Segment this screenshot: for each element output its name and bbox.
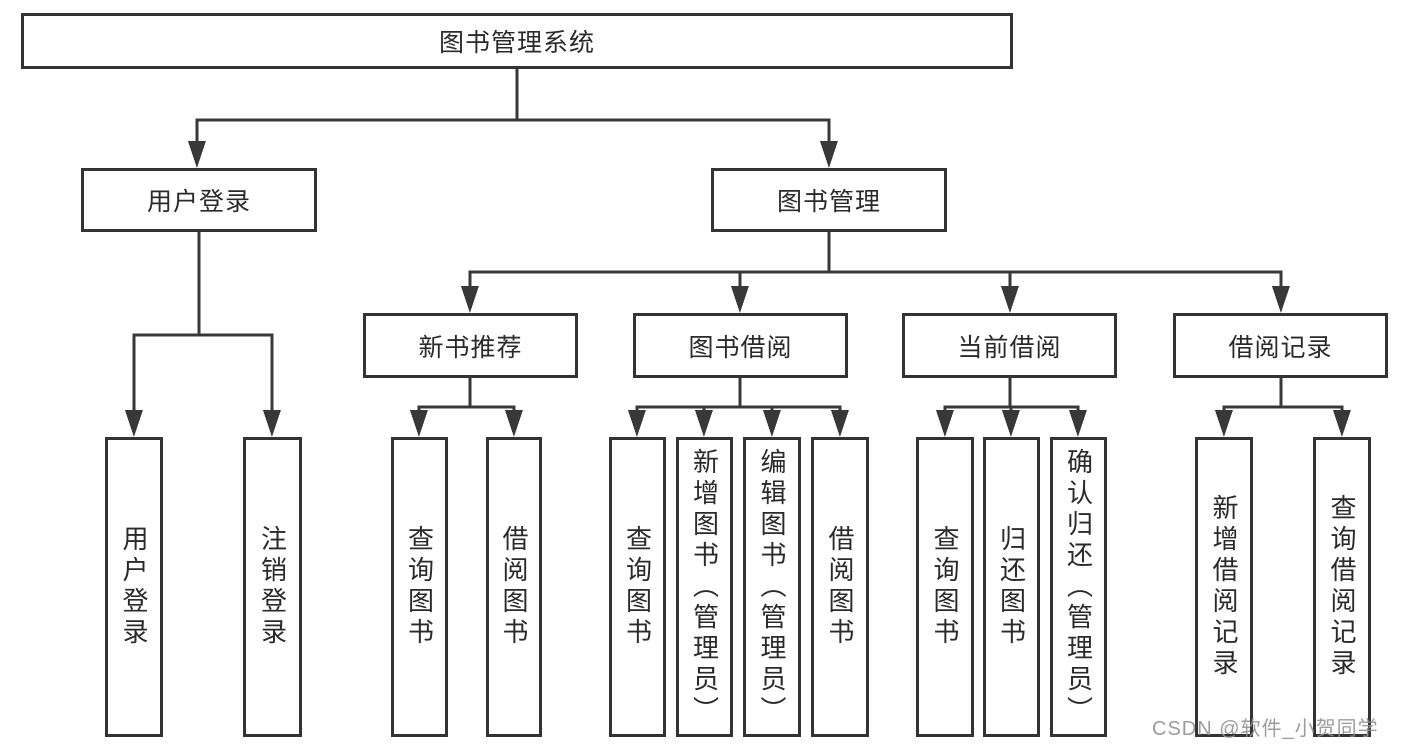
leaf-edit-book-admin: 编辑图书（管理员） [743,437,801,737]
connector-book-borrow-to-leaves [628,378,849,437]
node-label: 新增借阅记录 [1209,494,1239,680]
node-label: 新增图书（管理员） [689,447,720,727]
node-label: 图书管理 [776,188,881,216]
leaf-query-books-borrow: 查询图书 [609,437,666,737]
leaf-logout: 注销登录 [243,437,302,737]
connector-user-login-to-leaves [125,232,281,437]
node-label: 编辑图书（管理员） [757,447,787,727]
node-label: 图书借阅 [688,333,793,362]
connector-borrow-records-to-leaves [1215,378,1351,437]
node-user-login: 用户登录 [81,168,317,232]
node-label: 新书推荐 [418,333,523,362]
node-label: 用户登录 [146,188,251,216]
node-borrowing-records: 借阅记录 [1173,313,1388,378]
connector-root-to-level2 [188,69,838,168]
node-label: 当前借阅 [957,333,1062,362]
leaf-borrow-books-recommend: 借阅图书 [486,437,542,737]
leaf-add-borrow-record: 新增借阅记录 [1195,437,1253,737]
node-label: 图书管理系统 [438,29,595,57]
node-label: 查询借阅记录 [1327,494,1357,680]
node-label: 查询图书 [404,525,435,649]
node-current-borrowing: 当前借阅 [902,313,1117,378]
node-label: 归还图书 [996,525,1027,649]
node-label: 用户登录 [119,525,149,649]
leaf-return-book: 归还图书 [983,437,1040,737]
node-label: 查询图书 [930,525,960,649]
leaf-query-borrow-record: 查询借阅记录 [1313,437,1371,737]
node-label: 确认归还（管理员） [1063,447,1094,727]
node-label: 借阅图书 [825,525,855,649]
leaf-borrow-books-borrow: 借阅图书 [811,437,869,737]
node-label: 借阅图书 [499,525,529,649]
leaf-confirm-return-admin: 确认归还（管理员） [1050,437,1107,737]
node-label: 借阅记录 [1228,333,1333,362]
node-book-borrowing: 图书借阅 [633,313,848,378]
leaf-user-login: 用户登录 [105,437,163,737]
leaf-query-books-recommend: 查询图书 [391,437,448,737]
watermark-text: CSDN @软件_小贺同学 [1152,718,1379,740]
node-new-book-recommendation: 新书推荐 [363,313,578,378]
node-library-management-system: 图书管理系统 [21,13,1013,69]
leaf-add-book-admin: 新增图书（管理员） [676,437,733,737]
connector-book-management-to-level3 [461,232,1290,313]
node-label: 查询图书 [622,525,653,649]
node-book-management: 图书管理 [711,168,947,232]
connector-current-borrow-to-leaves [936,378,1087,437]
node-label: 注销登录 [257,525,288,649]
connector-new-book-to-leaves [410,378,523,437]
leaf-query-books-current: 查询图书 [916,437,974,737]
